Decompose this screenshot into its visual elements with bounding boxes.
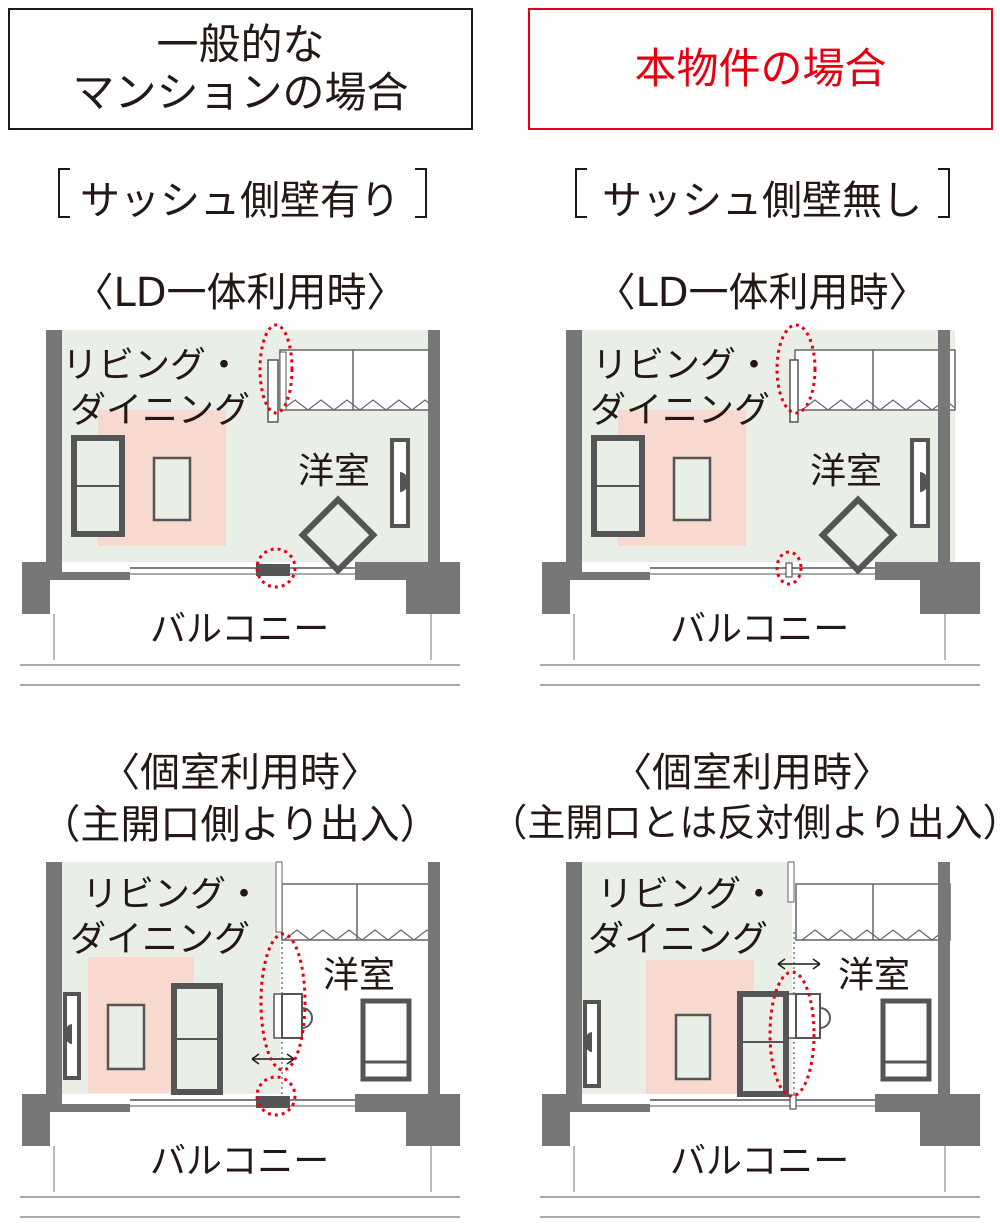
right-bracket-open: [575, 168, 587, 218]
highlight-circle: [255, 547, 297, 589]
caption-bottom-right-2: （主開口とは反対側より出入）: [489, 801, 1000, 845]
property-header: 本物件の場合: [528, 8, 993, 130]
general-header-line2: マンションの場合: [72, 68, 409, 117]
floorplan-top-right: リビング・ ダイニング 洋室 バルコニー: [540, 323, 980, 686]
sash-side-wall: [256, 1096, 290, 1108]
wall-left: [46, 862, 62, 1100]
living-label-1: リビング・: [597, 874, 777, 915]
caption-bottom-left-1: 〈個室利用時〉: [100, 750, 380, 796]
sofa: [737, 991, 789, 1097]
wall-right: [428, 862, 440, 1100]
balcony-label: バルコニー: [670, 1141, 849, 1182]
floorplan-top-left: リビング・ ダイニング 洋室 バルコニー: [20, 323, 460, 686]
subheader-right: サッシュ側壁無し: [602, 178, 922, 224]
armchair: [298, 495, 378, 575]
living-label-2: ダイニング: [590, 390, 770, 431]
movable-wall-panel: [273, 993, 283, 1039]
dining-table: [106, 1003, 146, 1071]
sash-mullion: [785, 562, 793, 578]
floorplan-bottom-right: リビング・ ダイニング 洋室 バルコニー: [540, 861, 980, 1218]
bed: [360, 998, 412, 1082]
general-mansion-header: 一般的な マンションの場合: [8, 8, 473, 130]
balcony-label: バルコニー: [670, 609, 849, 650]
left-bracket-open: [58, 168, 70, 218]
partition: [787, 861, 795, 903]
closet: [281, 883, 436, 941]
balcony-label: バルコニー: [150, 1141, 329, 1182]
western-label: 洋室: [323, 955, 395, 996]
living-label-2: ダイニング: [70, 919, 250, 960]
closet-doors: [283, 929, 436, 941]
highlight-circle: [768, 970, 816, 1098]
western-label: 洋室: [810, 451, 882, 492]
door: [795, 993, 821, 1039]
highlight-circle: [775, 550, 803, 586]
balcony-column-right: [875, 1094, 980, 1146]
partition: [275, 861, 283, 933]
balcony-column-left: [542, 562, 650, 614]
right-bracket-close: [938, 168, 950, 218]
door: [281, 993, 303, 1039]
closet: [279, 349, 436, 411]
closet: [794, 349, 956, 411]
sliding-panel: [789, 359, 799, 423]
wall-right: [428, 330, 440, 568]
sash-mullion: [789, 1094, 797, 1110]
highlight-circle: [259, 932, 307, 1072]
caption-top-right: 〈LD一体利用時〉: [595, 270, 929, 316]
balcony-column-right: [875, 562, 980, 614]
dining-table: [674, 1013, 712, 1081]
living-label-1: リビング・: [82, 874, 262, 915]
dining-table: [672, 456, 712, 522]
living-label-1: リビング・: [592, 345, 772, 386]
bed: [880, 998, 932, 1082]
closet-doors: [801, 399, 956, 411]
western-label: 洋室: [838, 955, 910, 996]
wall-left: [46, 330, 62, 568]
movable-wall-panel: [787, 993, 797, 1039]
highlight-circle: [255, 1075, 297, 1117]
living-label-1: リビング・: [62, 345, 242, 386]
sliding-panel: [267, 359, 279, 423]
balcony-column-left: [542, 1094, 650, 1146]
left-bracket-close: [415, 168, 427, 218]
living-label-2: ダイニング: [70, 390, 250, 431]
dining-table: [152, 456, 192, 522]
caption-bottom-left-2: （主開口側より出入）: [40, 802, 440, 848]
balcony-column-right: [355, 1094, 460, 1146]
wall-left: [566, 862, 582, 1100]
balcony-column-left: [22, 1094, 130, 1146]
caption-top-left: 〈LD一体利用時〉: [73, 270, 407, 316]
highlight-circle: [258, 323, 294, 415]
wall-left: [566, 330, 582, 568]
wall-right: [938, 862, 950, 1100]
highlight-circle: [775, 323, 817, 415]
closet-doors: [281, 399, 436, 411]
general-header-line1: 一般的な: [156, 19, 325, 69]
balcony-column-right: [355, 562, 460, 614]
subheader-left: サッシュ側壁有り: [80, 178, 400, 224]
caption-bottom-right-1: 〈個室利用時〉: [612, 750, 892, 796]
western-label: 洋室: [298, 451, 370, 492]
armchair: [818, 495, 898, 575]
floorplan-bottom-left: リビング・ ダイニング 洋室 バルコニー: [20, 861, 460, 1218]
sash-side-wall: [256, 564, 290, 576]
closet-doors: [801, 929, 951, 941]
balcony-label: バルコニー: [150, 609, 329, 650]
balcony-column-left: [22, 562, 130, 614]
property-header-text: 本物件の場合: [634, 43, 887, 93]
wall-right: [938, 330, 950, 568]
living-label-2: ダイニング: [588, 919, 768, 960]
